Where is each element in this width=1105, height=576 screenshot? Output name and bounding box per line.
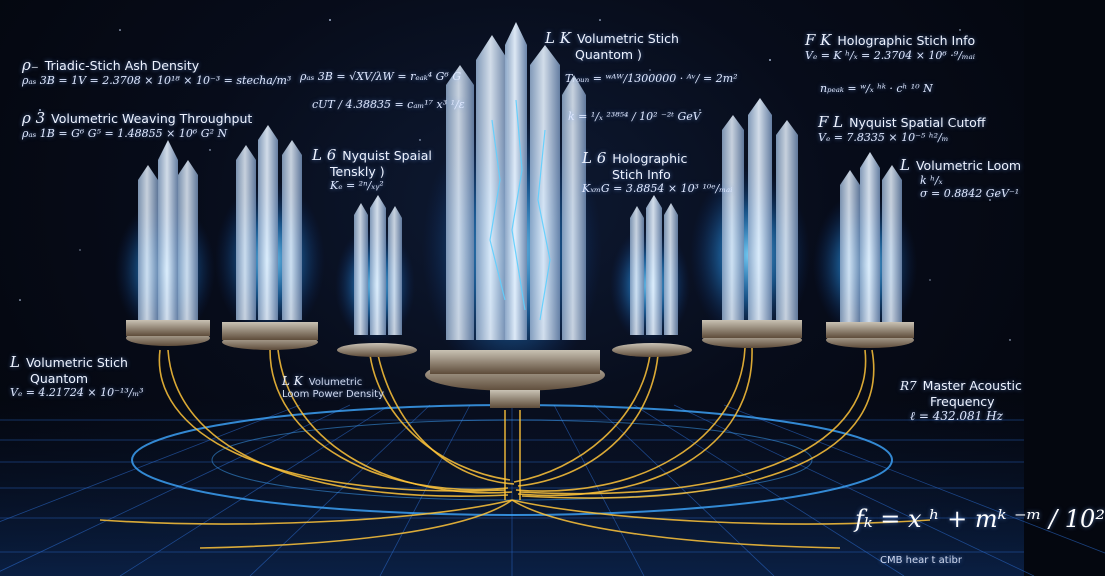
crystal-tower-left-2 [215, 125, 325, 350]
starfield [19, 19, 1011, 341]
crystal-tower-left-3 [335, 195, 417, 357]
label-cmb: CMB hear t atibr [880, 555, 962, 566]
floor-grid [0, 400, 1105, 576]
label-equation-block: ρₐₛ 3B = √XV/λW = rₑₐₖ⁴ G⁶ G [300, 70, 462, 83]
crystal-tower-right-1 [813, 152, 917, 348]
scene-illustration [0, 19, 1105, 576]
energy-filaments [99, 347, 931, 549]
label-triadic-density: ρ₋Triadic-Stich Ash Density ρₐₛ 3B = 1V … [22, 56, 292, 87]
crystal-tower-right-3 [610, 195, 692, 357]
label-k-equation: k = ¹/ₓ ²³⁸⁵⁴ / 10² ⁻²ᵗ GeV [568, 110, 701, 123]
crystal-tower-left-1 [115, 140, 215, 346]
crystal-tower-right-2 [690, 98, 810, 348]
label-holographic-right-eq: nₚₑₐₖ = ʷ/ₓ ʰᵏ · cʰ ¹⁰ N [820, 82, 933, 95]
label-equation-block-2: cUT / 4.38835 = cₐₘ¹⁷ x³ ¹/ε [312, 98, 465, 111]
label-big-formula: fₖ = x ʰ + mᵏ ⁻ᵐ / 10² [855, 505, 1105, 533]
crystal-tower-center [422, 22, 605, 408]
